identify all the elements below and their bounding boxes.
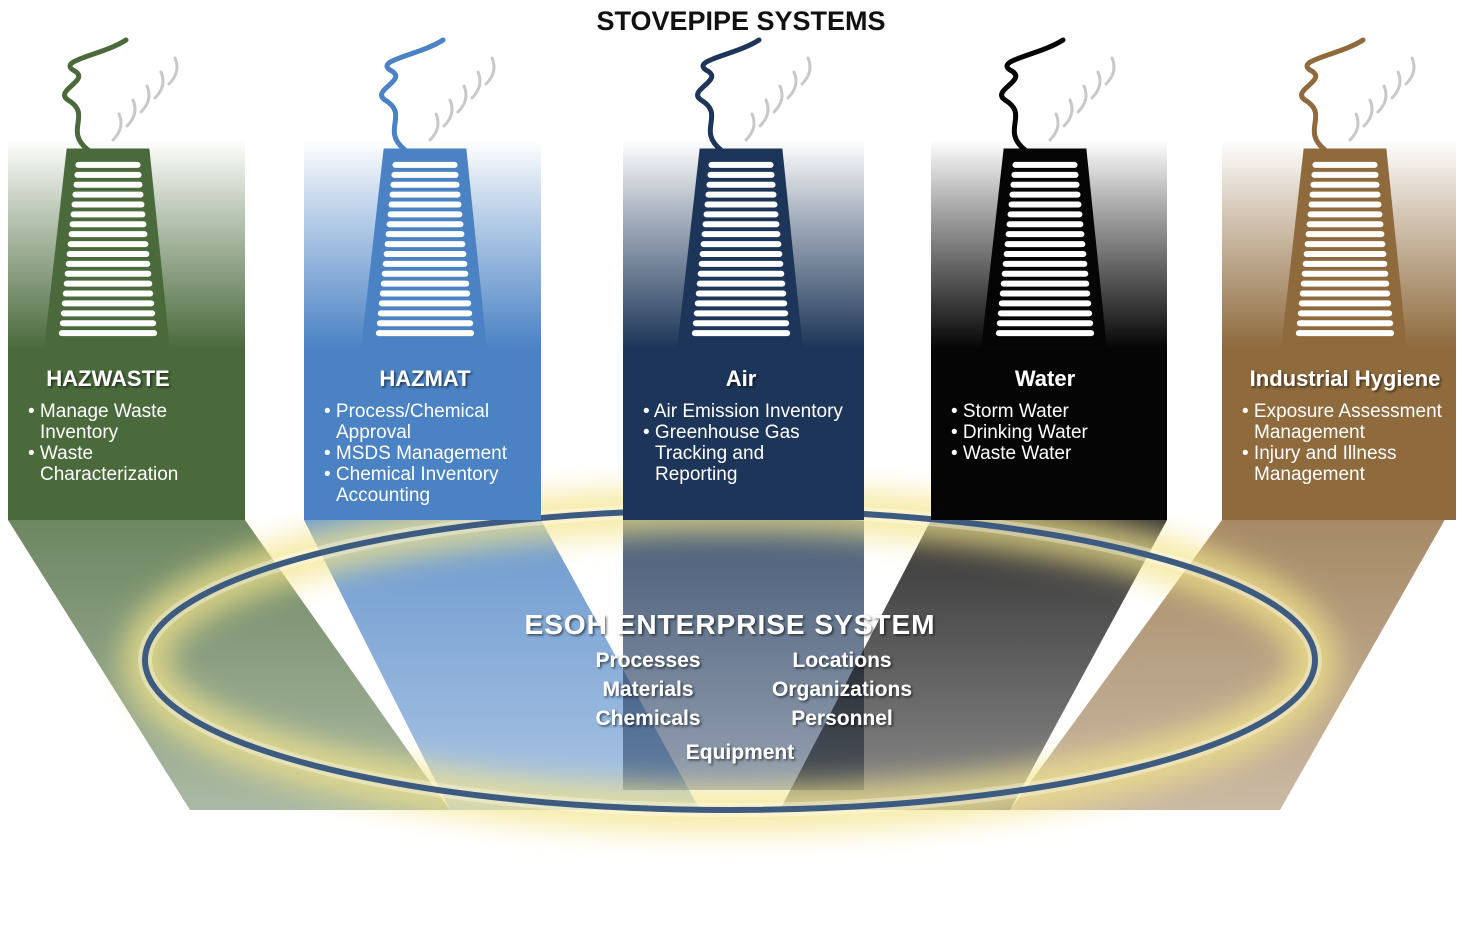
column-title: HAZWASTE — [46, 366, 169, 391]
smokestack-icon — [361, 148, 487, 347]
bullet-line: Management — [1254, 464, 1366, 485]
smokestack-icon — [677, 148, 803, 347]
enterprise-item: Equipment — [686, 741, 795, 764]
smoke-icon — [1299, 37, 1416, 153]
bullet-line: • Storm Water — [951, 401, 1070, 422]
column-air: Air • Air Emission Inventory• Greenhouse … — [623, 37, 864, 520]
column-title: Industrial Hygiene — [1250, 366, 1441, 391]
bullet-line: • Air Emission Inventory — [643, 401, 843, 422]
bullet-line: • MSDS Management — [324, 443, 508, 464]
beam-0 — [8, 520, 450, 810]
bullet-line: • Waste Water — [951, 443, 1072, 464]
smokestack-icon — [1281, 148, 1407, 347]
column-industrial-hygiene: Industrial Hygiene• Exposure AssessmentM… — [1222, 37, 1456, 520]
enterprise-title: ESOH ENTERPRISE SYSTEM — [525, 609, 936, 640]
bullet-line: • Chemical Inventory — [324, 464, 499, 485]
bullet-line: Approval — [336, 422, 411, 443]
bullet-line: Management — [1254, 422, 1366, 443]
beam-3 — [780, 520, 1167, 810]
column-title: HAZMAT — [379, 366, 471, 391]
beam-4 — [1010, 500, 1456, 810]
bullet-line: • Process/Chemical — [324, 401, 489, 422]
bullet-line: • Injury and Illness — [1242, 443, 1397, 464]
beam-1 — [304, 520, 700, 810]
column-water: Water • Storm Water• Drinking Water• Wast… — [931, 37, 1167, 520]
column-title: Water — [1015, 366, 1076, 391]
smoke-icon — [62, 37, 179, 153]
bullet-line: Characterization — [40, 464, 178, 485]
enterprise-item: Personnel — [791, 707, 893, 730]
enterprise-item: Locations — [792, 649, 891, 672]
beams-layer — [8, 500, 1456, 810]
enterprise-item: Processes — [595, 649, 700, 672]
bullet-line: Inventory — [40, 422, 119, 443]
enterprise-item: Materials — [602, 678, 693, 701]
bullet-line: Reporting — [655, 464, 737, 485]
diagram-title: STOVEPIPE SYSTEMS — [596, 6, 885, 36]
bullet-line: • Drinking Water — [951, 422, 1089, 443]
bullet-line: • Waste — [28, 443, 93, 464]
bullet-line: Tracking and — [655, 443, 764, 464]
bullet-line: • Greenhouse Gas — [643, 422, 800, 443]
enterprise-text: ESOH ENTERPRISE SYSTEM ProcessesMaterials… — [525, 609, 936, 764]
smoke-icon — [379, 37, 496, 153]
bullet-line: • Manage Waste — [28, 401, 167, 422]
enterprise-item: Chemicals — [595, 707, 700, 730]
column-title: Air — [726, 366, 757, 391]
smoke-icon — [999, 37, 1116, 153]
bullet-line: Accounting — [336, 485, 430, 506]
bullet-line: • Exposure Assessment — [1242, 401, 1443, 422]
smoke-icon — [695, 37, 812, 153]
enterprise-item: Organizations — [772, 678, 912, 701]
smokestack-icon — [981, 148, 1107, 347]
beam-2 — [623, 520, 864, 790]
smokestack-icon — [44, 148, 170, 347]
